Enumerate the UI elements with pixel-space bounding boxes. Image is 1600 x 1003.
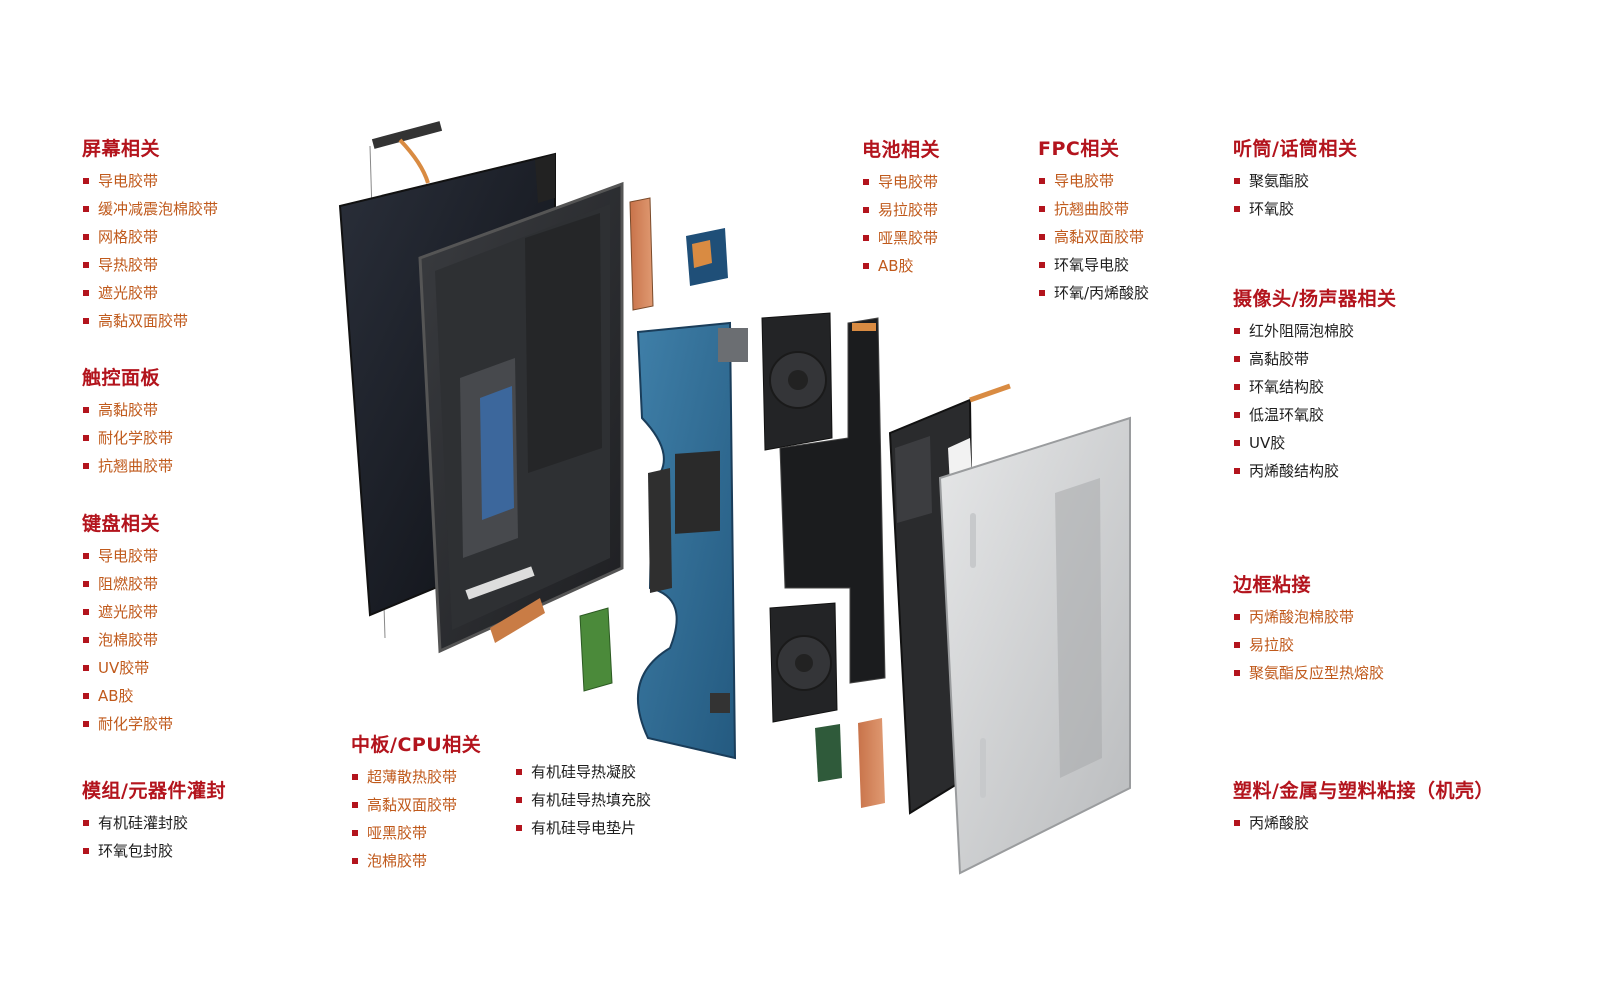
list-item: 遮光胶带	[82, 598, 173, 626]
list-item: 丙烯酸结构胶	[1233, 457, 1396, 485]
list-item: 耐化学胶带	[82, 710, 173, 738]
list-item: 环氧导电胶	[1038, 251, 1149, 279]
list-item: 环氧/丙烯酸胶	[1038, 279, 1149, 307]
list-item: AB胶	[82, 682, 173, 710]
list-item: 丙烯酸泡棉胶带	[1233, 603, 1384, 631]
list-item: 导热胶带	[82, 251, 218, 279]
group-midboard-extra: 有机硅导热凝胶 有机硅导热填充胶 有机硅导电垫片	[515, 758, 651, 842]
list-item: 超薄散热胶带	[351, 763, 481, 791]
group-plastic: 塑料/金属与塑料粘接（机壳） 丙烯酸胶	[1233, 776, 1494, 837]
list-item: 环氧胶	[1233, 195, 1357, 223]
list-item: 抗翘曲胶带	[82, 452, 173, 480]
list-item: 哑黑胶带	[862, 224, 940, 252]
list-item: 耐化学胶带	[82, 424, 173, 452]
list-item: 有机硅导热凝胶	[515, 758, 651, 786]
motherboard	[579, 321, 748, 760]
group-title: 电池相关	[862, 139, 941, 161]
group-title: 塑料/金属与塑料粘接（机壳）	[1233, 780, 1494, 802]
list-item: 缓冲减震泡棉胶带	[82, 195, 218, 223]
group-title: 听筒/话筒相关	[1233, 138, 1358, 160]
group-title: FPC相关	[1038, 138, 1120, 160]
list-item: 环氧结构胶	[1233, 373, 1396, 401]
list-item: 有机硅导电垫片	[515, 814, 651, 842]
group-title: 摄像头/扬声器相关	[1233, 288, 1397, 310]
group-camera: 摄像头/扬声器相关 红外阻隔泡棉胶 高黏胶带 环氧结构胶 低温环氧胶 UV胶 丙…	[1233, 284, 1396, 485]
laptop-exploded-svg	[338, 121, 1131, 875]
list-item: 高黏胶带	[1233, 345, 1396, 373]
list-item: 高黏胶带	[82, 396, 173, 424]
list-item: 易拉胶带	[862, 196, 940, 224]
group-receiver: 听筒/话筒相关 聚氨酯胶 环氧胶	[1233, 134, 1357, 223]
group-keyboard: 键盘相关 导电胶带 阻燃胶带 遮光胶带 泡棉胶带 UV胶带 AB胶 耐化学胶带	[82, 509, 173, 738]
group-frame: 边框粘接 丙烯酸泡棉胶带 易拉胶 聚氨酯反应型热熔胶	[1233, 570, 1384, 687]
group-screen: 屏幕相关 导电胶带 缓冲减震泡棉胶带 网格胶带 导热胶带 遮光胶带 高黏双面胶带	[82, 134, 218, 335]
ssd-module	[629, 197, 728, 311]
list-item: UV胶带	[82, 654, 173, 682]
list-item: 高黏双面胶带	[1038, 223, 1149, 251]
group-title: 模组/元器件灌封	[82, 780, 226, 802]
list-item: 导电胶带	[82, 167, 218, 195]
group-title: 边框粘接	[1233, 574, 1312, 596]
list-item: 泡棉胶带	[351, 847, 481, 875]
group-title: 键盘相关	[82, 513, 161, 535]
group-title: 触控面板	[82, 367, 161, 389]
list-item: 导电胶带	[82, 542, 173, 570]
list-item: AB胶	[862, 252, 940, 280]
list-item: 导电胶带	[862, 168, 940, 196]
list-item: 哑黑胶带	[351, 819, 481, 847]
list-item: 导电胶带	[1038, 167, 1149, 195]
group-midboard: 中板/CPU相关 超薄散热胶带 高黏双面胶带 哑黑胶带 泡棉胶带	[351, 730, 481, 875]
laptop-exploded-illustration	[330, 118, 1160, 878]
group-battery: 电池相关 导电胶带 易拉胶带 哑黑胶带 AB胶	[862, 135, 940, 280]
list-item: 阻燃胶带	[82, 570, 173, 598]
keyboard-assembly	[418, 181, 624, 654]
cooling-assembly	[761, 312, 886, 808]
list-item: 环氧包封胶	[82, 837, 226, 865]
group-fpc: FPC相关 导电胶带 抗翘曲胶带 高黏双面胶带 环氧导电胶 环氧/丙烯酸胶	[1038, 134, 1149, 307]
list-item: 低温环氧胶	[1233, 401, 1396, 429]
list-item: 易拉胶	[1233, 631, 1384, 659]
list-item: 聚氨酯胶	[1233, 167, 1357, 195]
group-touchpad: 触控面板 高黏胶带 耐化学胶带 抗翘曲胶带	[82, 363, 173, 480]
list-item: 丙烯酸胶	[1233, 809, 1494, 837]
list-item: 遮光胶带	[82, 279, 218, 307]
list-item: 聚氨酯反应型热熔胶	[1233, 659, 1384, 687]
list-item: 高黏双面胶带	[82, 307, 218, 335]
bottom-shell	[938, 416, 1131, 875]
group-title: 中板/CPU相关	[351, 734, 482, 756]
list-item: 有机硅灌封胶	[82, 809, 226, 837]
list-item: 有机硅导热填充胶	[515, 786, 651, 814]
list-item: 红外阻隔泡棉胶	[1233, 317, 1396, 345]
group-title: 屏幕相关	[82, 138, 161, 160]
list-item: 网格胶带	[82, 223, 218, 251]
list-item: 泡棉胶带	[82, 626, 173, 654]
list-item: 抗翘曲胶带	[1038, 195, 1149, 223]
group-potting: 模组/元器件灌封 有机硅灌封胶 环氧包封胶	[82, 776, 226, 865]
list-item: 高黏双面胶带	[351, 791, 481, 819]
list-item: UV胶	[1233, 429, 1396, 457]
